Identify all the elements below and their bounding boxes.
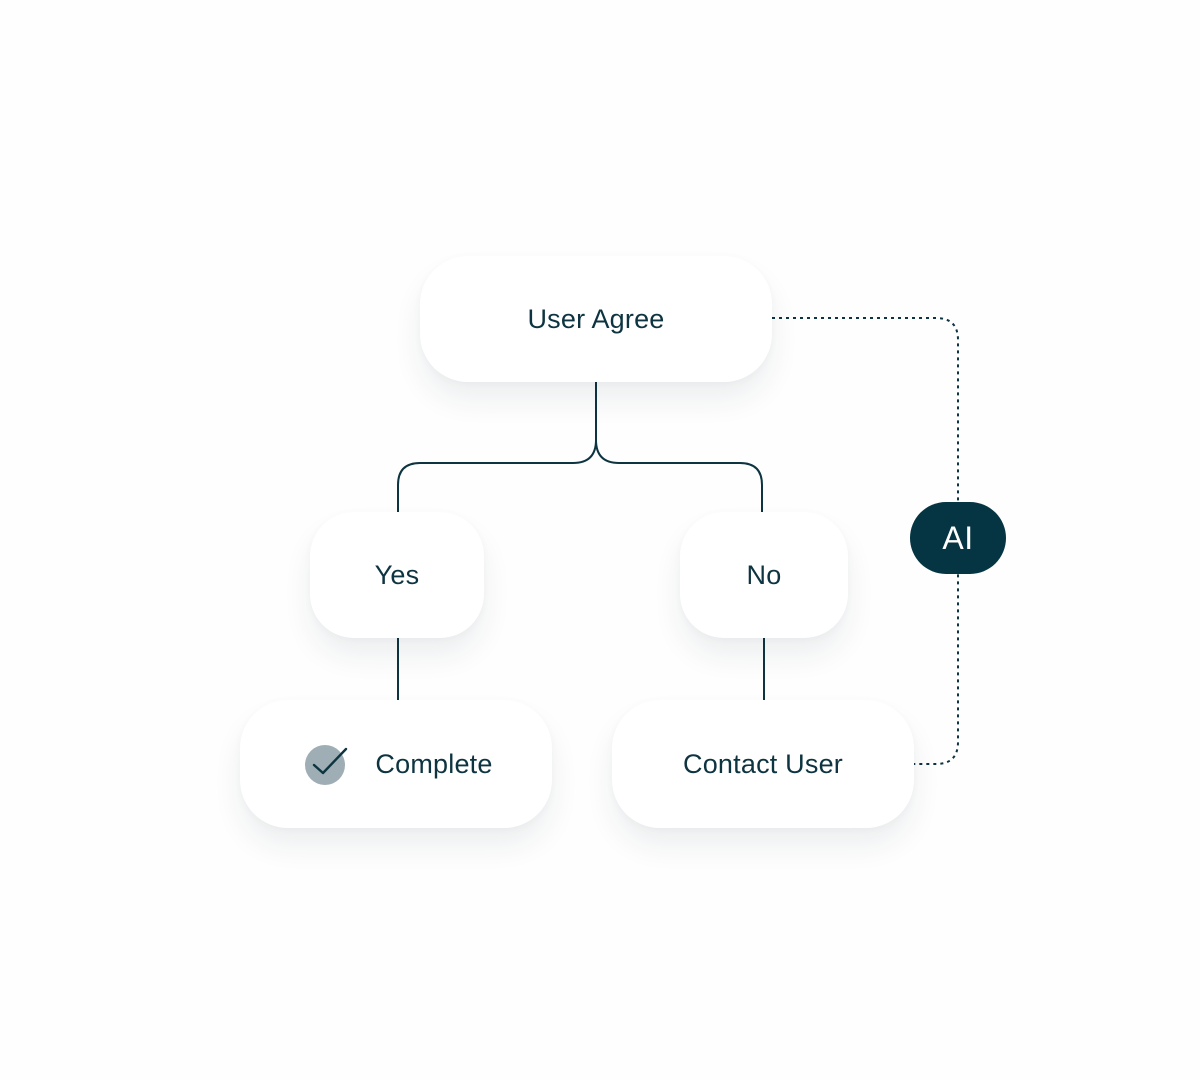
node-complete[interactable]: Complete	[240, 700, 552, 828]
node-yes[interactable]: Yes	[310, 512, 484, 638]
node-contact-user[interactable]: Contact User	[612, 700, 914, 828]
node-yes-label: Yes	[374, 559, 420, 590]
node-no[interactable]: No	[680, 512, 848, 638]
node-user-agree[interactable]: User Agree	[420, 256, 772, 382]
ai-badge-label: AI	[942, 519, 974, 556]
connector-root-to-yes	[397, 382, 597, 512]
node-user-agree-label: User Agree	[527, 303, 665, 334]
node-contact-user-label: Contact User	[683, 748, 843, 779]
check-icon	[305, 743, 348, 785]
node-no-label: No	[746, 559, 782, 590]
connector-root-to-no	[595, 439, 763, 512]
ai-badge[interactable]: AI	[910, 502, 1006, 574]
node-complete-label: Complete	[375, 748, 493, 779]
